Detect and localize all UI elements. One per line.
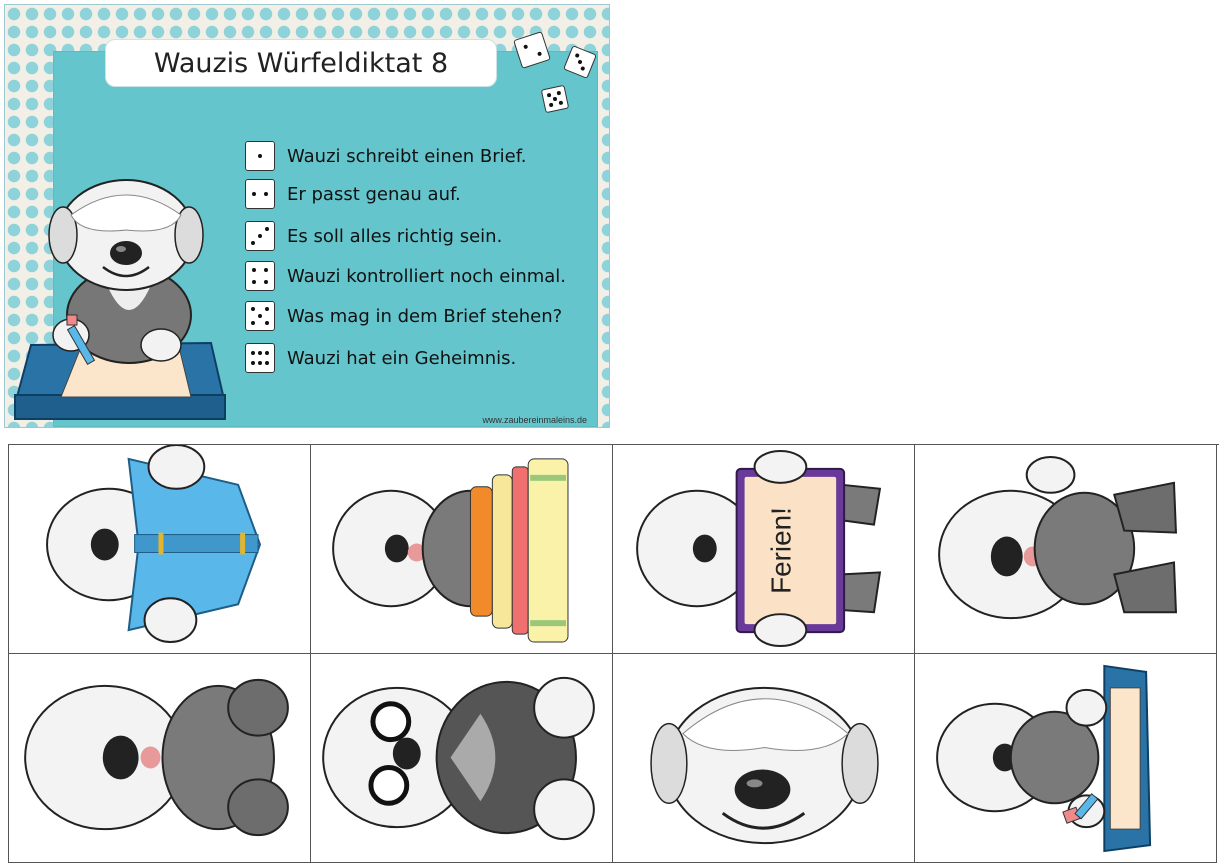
dog-lying-illustration [24,678,289,837]
picture-card-dog-tongue [9,654,311,863]
sentence-text: Wauzi kontrolliert noch einmal. [287,265,567,287]
picture-card-sitting-dog [915,445,1217,654]
dice-five-icon [245,301,275,331]
sentence-text: Wauzi schreibt einen Brief. [287,145,527,167]
card-title: Wauzis Würfeldiktat 8 [105,39,497,87]
dog-reading-book-illustration [46,445,262,644]
picture-card-book [9,445,311,654]
dice-two-icon [245,179,275,209]
dice-six-icon [245,343,275,373]
picture-card-dog-glasses [311,654,613,863]
dog-with-books-illustration [332,458,569,643]
picture-card-dog-writing [915,654,1217,863]
dictation-card: Wauzis Würfeldiktat 8 Wauzi schrei [4,4,610,428]
sentence-row: Was mag in dem Brief stehen? [245,299,562,333]
sentence-text: Es soll alles richtig sein. [287,225,503,247]
dog-sitting-illustration [938,455,1178,620]
sentence-text: Wauzi hat ein Geheimnis. [287,347,517,369]
sign-text: Ferien! [765,507,796,594]
dice-three-icon [245,221,275,251]
sentence-row: Wauzi hat ein Geheimnis. [245,341,516,375]
sentence-text: Was mag in dem Brief stehen? [287,305,563,327]
sentence-row: Es soll alles richtig sein. [245,219,502,253]
dog-writing-illustration [936,664,1152,853]
dice-one-icon [245,141,275,171]
picture-card-ferien-sign: Ferien! [613,445,915,654]
sentence-row: Wauzi kontrolliert noch einmal. [245,259,566,293]
deco-dice-icon [540,84,570,114]
picture-grid: Ferien! [8,444,1219,863]
picture-card-dog-face [613,654,915,863]
dog-glasses-illustration [322,676,595,841]
picture-card-books-stack [311,445,613,654]
dog-face-illustration [650,686,879,845]
dice-four-icon [245,261,275,291]
card-title-text: Wauzis Würfeldiktat 8 [153,47,449,79]
sentence-row: Er passt genau auf. [245,177,461,211]
sentence-row: Wauzi schreibt einen Brief. [245,139,526,173]
dog-writing-illustration [14,179,226,420]
dog-holding-sign-illustration: Ferien! [636,449,882,648]
credit-text: www.zaubereinmaleins.de [482,415,587,425]
sentence-text: Er passt genau auf. [287,183,461,205]
